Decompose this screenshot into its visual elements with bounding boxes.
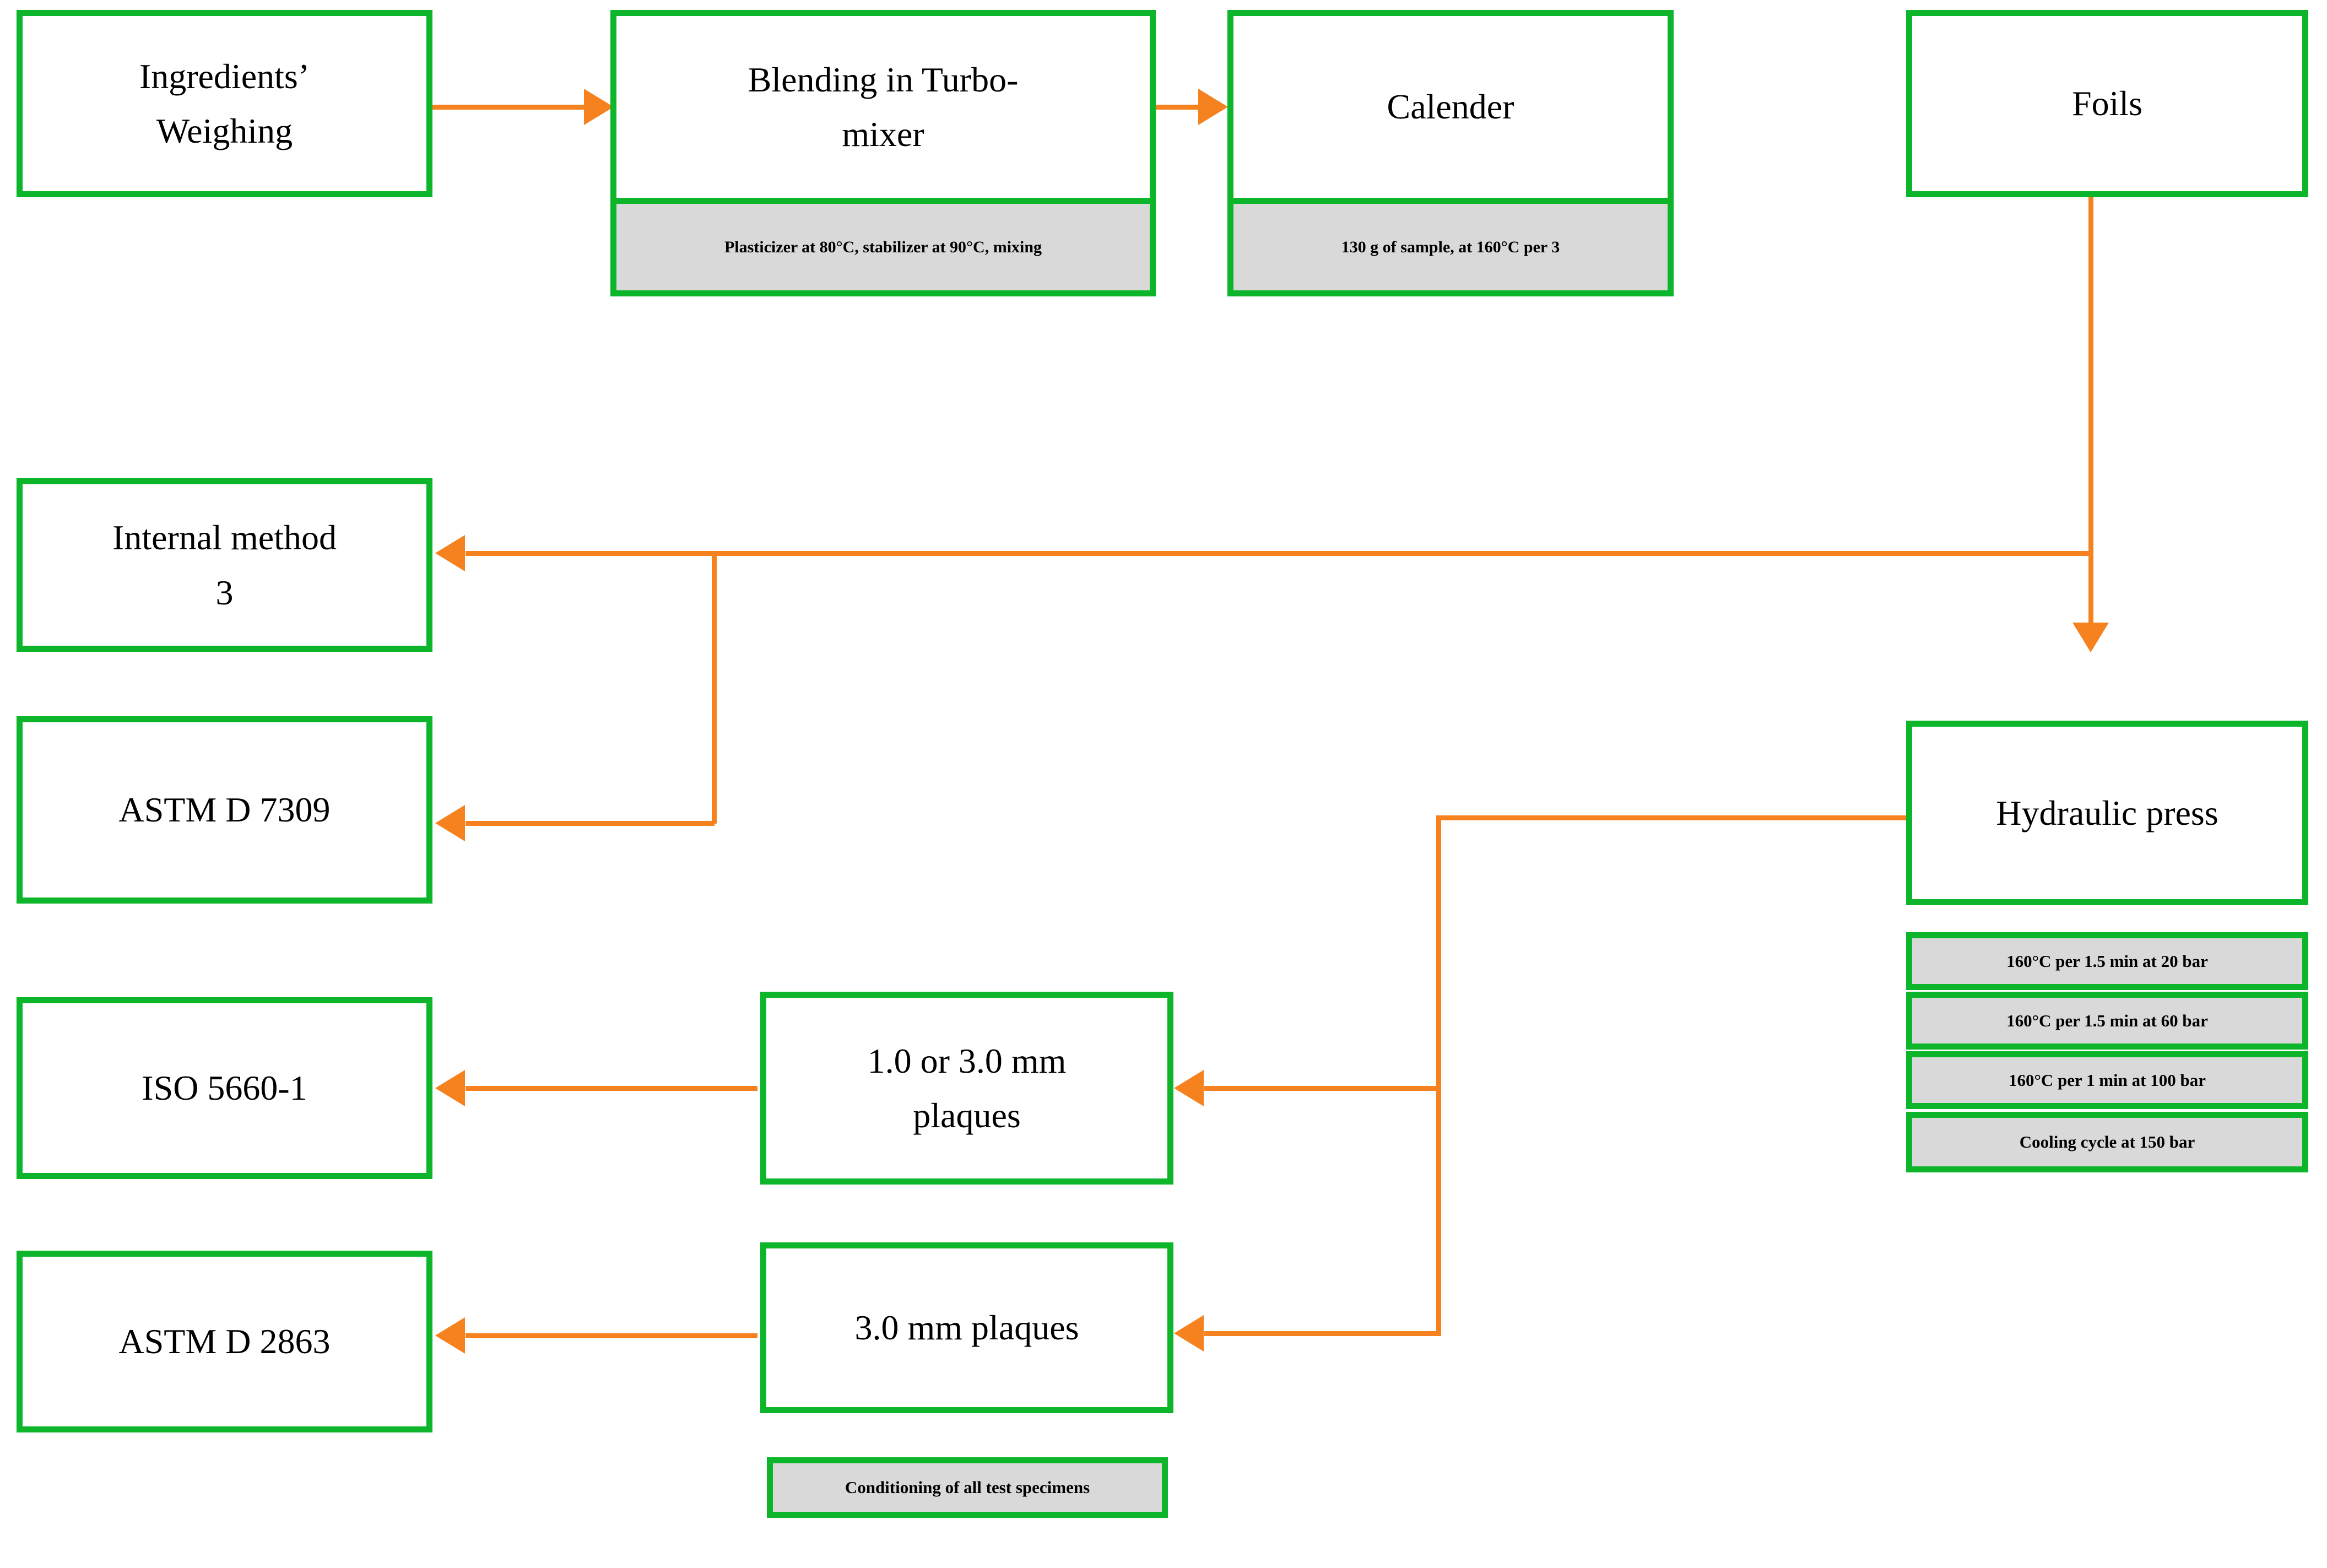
edge-blending-to-calender-arrowhead — [1198, 89, 1228, 125]
edge-blending-to-calender-line — [1156, 105, 1205, 110]
node-plaques-1-or-3[interactable]: 1.0 or 3.0 mm plaques — [760, 992, 1173, 1185]
edge-foils-trunk-vertical — [2088, 197, 2093, 632]
edge-branch-to-astm7309-line — [466, 821, 715, 826]
node-label-calender: Calender — [1387, 87, 1514, 127]
node-foils[interactable]: Foils — [1906, 10, 2308, 197]
node-label-plaques-1-or-3: 1.0 or 3.0 mm plaques — [867, 1041, 1067, 1135]
node-iso-5660-1[interactable]: ISO 5660-1 — [17, 997, 432, 1179]
node-hydraulic-press[interactable]: Hydraulic press — [1906, 721, 2308, 905]
node-label-blending-turbo-mixer: Blending in Turbo- mixer — [748, 60, 1019, 154]
node-calender[interactable]: Calender 130 g of sample, at 160°C per 3 — [1227, 10, 1674, 296]
press-parameter-label-2: 160°C per 1.5 min at 60 bar — [2006, 1010, 2208, 1030]
node-internal-method-3[interactable]: Internal method 3 — [17, 478, 432, 652]
edge-trunk-to-plaques1-arrowhead — [1174, 1070, 1204, 1106]
press-parameter-label-3: 160°C per 1 min at 100 bar — [2009, 1070, 2206, 1090]
press-parameter-box-4: Cooling cycle at 150 bar — [1906, 1112, 2308, 1172]
node-label-hydraulic-press: Hydraulic press — [1996, 793, 2218, 832]
node-label-foils: Foils — [2071, 84, 2143, 123]
node-label-internal-method-3: Internal method 3 — [112, 518, 337, 612]
press-parameter-label-1: 160°C per 1.5 min at 20 bar — [2006, 951, 2208, 971]
node-label-iso-5660-1: ISO 5660-1 — [142, 1068, 307, 1108]
node-astm-d-2863[interactable]: ASTM D 2863 — [17, 1251, 432, 1432]
edge-press-trunk-vertical — [1436, 815, 1441, 1336]
node-label-plaques-3: 3.0 mm plaques — [854, 1308, 1079, 1348]
edge-trunk-to-plaques3-arrowhead — [1174, 1315, 1204, 1351]
note-conditioning-label: Conditioning of all test specimens — [845, 1478, 1090, 1497]
note-conditioning-of-all-test-specimens: Conditioning of all test specimens — [767, 1457, 1168, 1518]
node-ingredients-weighing[interactable]: Ingredients’ Weighing — [17, 10, 432, 197]
edge-plaques1-to-iso5660-line — [466, 1086, 757, 1091]
node-label-astm-d-7309: ASTM D 7309 — [118, 790, 331, 830]
edge-plaques3-to-astm2863-line — [466, 1333, 757, 1338]
edge-trunk-to-plaques1-line — [1204, 1086, 1438, 1091]
edge-ingredients-to-blending-arrowhead — [584, 89, 614, 125]
node-note-calender: 130 g of sample, at 160°C per 3 — [1233, 198, 1668, 290]
edge-branch-to-astm7309-vertical — [712, 551, 717, 824]
node-label-astm-d-2863: ASTM D 2863 — [118, 1322, 331, 1361]
edge-press-to-trunk-line — [1436, 815, 1906, 820]
edge-foils-to-internal-method-line — [466, 551, 2091, 556]
press-parameter-box-3: 160°C per 1 min at 100 bar — [1906, 1051, 2308, 1109]
node-plaques-3[interactable]: 3.0 mm plaques — [760, 1242, 1173, 1413]
edge-plaques1-to-iso5660-arrowhead — [435, 1070, 465, 1106]
edge-ingredients-to-blending-line — [432, 105, 592, 110]
node-blending-turbo-mixer[interactable]: Blending in Turbo- mixer Plasticizer at … — [610, 10, 1156, 296]
node-astm-d-7309[interactable]: ASTM D 7309 — [17, 716, 432, 904]
edge-branch-to-astm7309-arrowhead — [435, 805, 465, 841]
press-parameter-box-2: 160°C per 1.5 min at 60 bar — [1906, 992, 2308, 1050]
edge-plaques3-to-astm2863-arrowhead — [435, 1317, 465, 1354]
edge-foils-to-hydraulic-press-arrowhead — [2072, 623, 2109, 652]
edge-foils-to-internal-method-arrowhead — [435, 535, 465, 571]
node-note-blending-turbo-mixer: Plasticizer at 80°C, stabilizer at 90°C,… — [616, 198, 1150, 290]
press-parameter-label-4: Cooling cycle at 150 bar — [2019, 1132, 2195, 1151]
edge-trunk-to-plaques3-line — [1204, 1331, 1438, 1336]
press-parameter-box-1: 160°C per 1.5 min at 20 bar — [1906, 932, 2308, 990]
node-label-ingredients-weighing: Ingredients’ Weighing — [139, 56, 310, 150]
